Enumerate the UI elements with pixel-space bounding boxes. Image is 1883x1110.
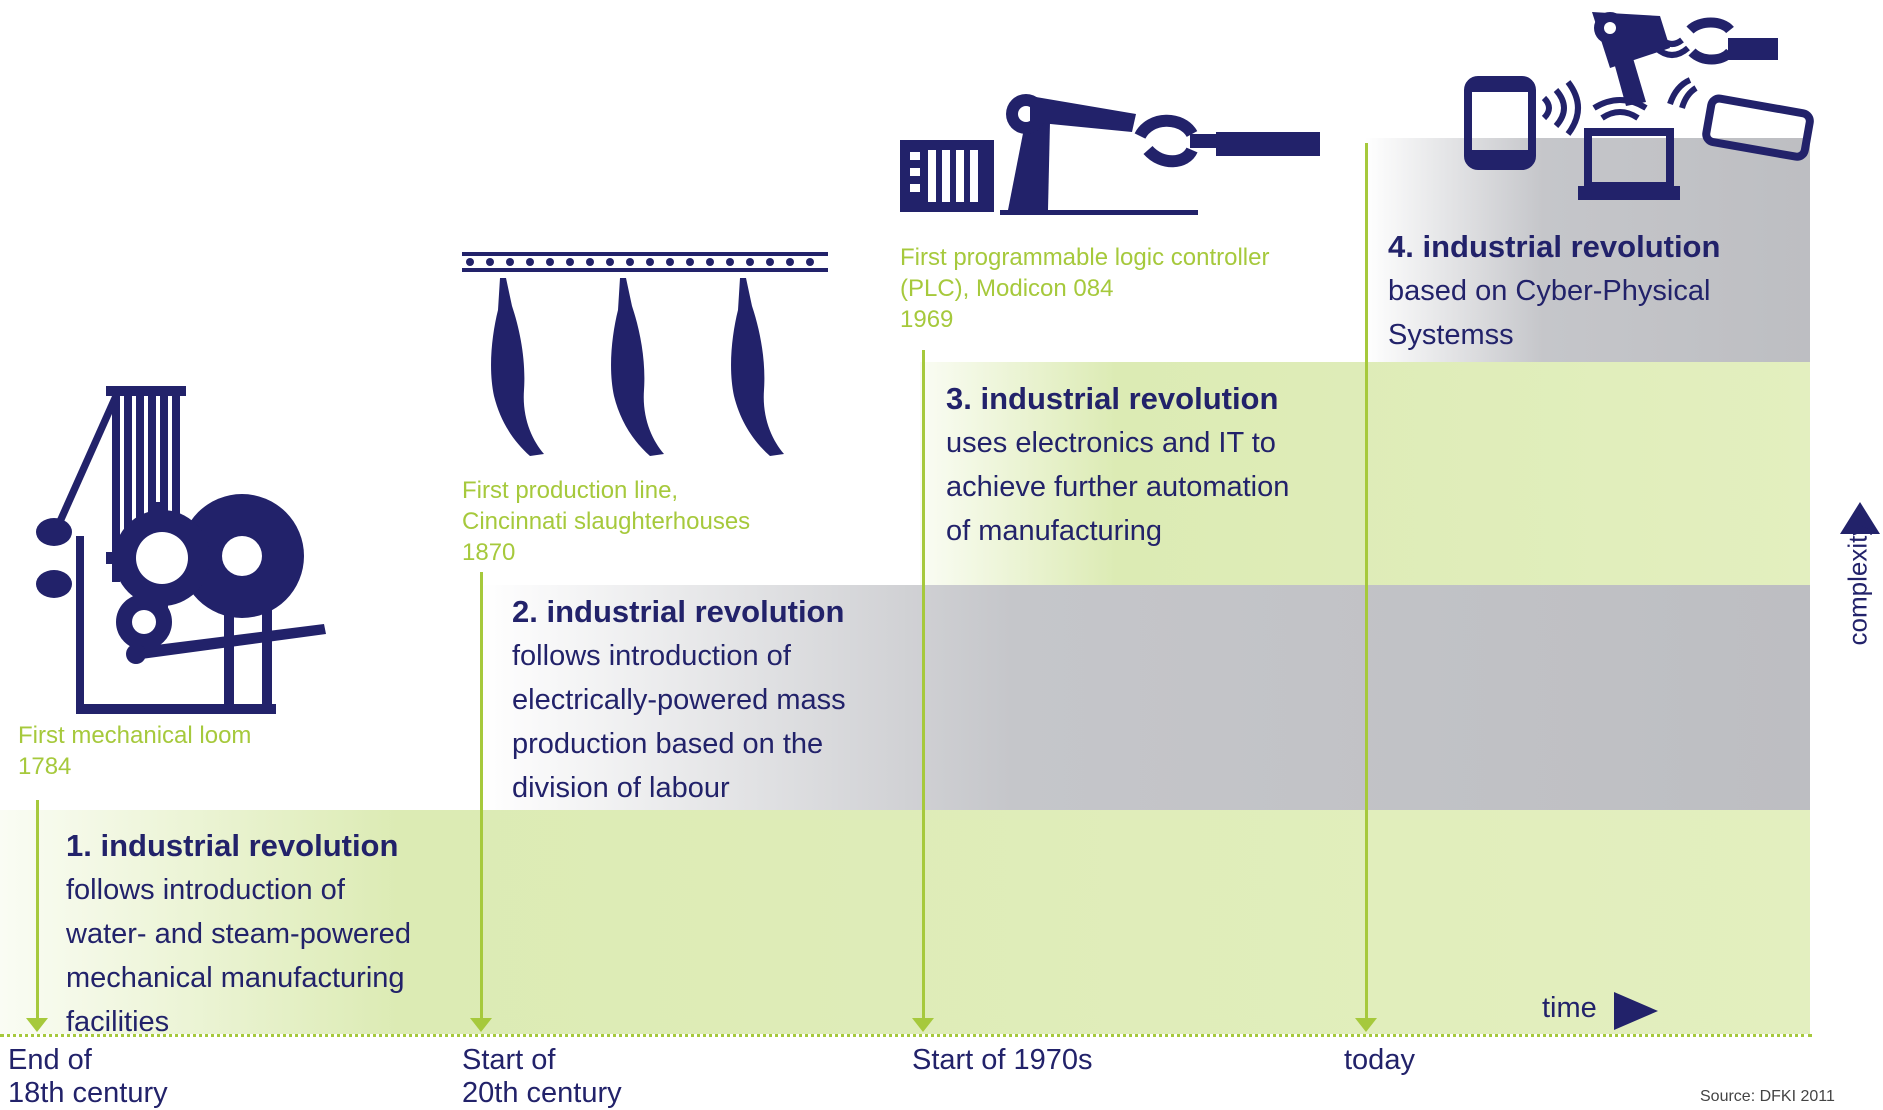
milestone-2: First production line, Cincinnati slaugh… [462, 475, 750, 568]
complexity-arrow-icon [1840, 502, 1880, 534]
era-label-3: Start of 1970s [912, 1044, 1093, 1077]
revolution-3-line: uses electronics and IT to [946, 427, 1276, 459]
revolution-1-line: mechanical manufacturing [66, 962, 405, 994]
revolution-2-line: production based on the [512, 728, 824, 760]
milestone-1-line: First mechanical loom [18, 722, 252, 749]
timeline-line-3 [922, 350, 925, 1018]
era-label-3-line: Start of 1970s [912, 1044, 1093, 1076]
time-arrow-icon [1614, 992, 1658, 1030]
milestone-3-year: 1969 [900, 306, 954, 333]
revolution-3-line: of manufacturing [946, 515, 1163, 547]
milestone-3-line: (PLC), Modicon 084 [900, 275, 1114, 302]
milestone-3: First programmable logic controller (PLC… [900, 242, 1269, 335]
band-revolution-1 [0, 810, 1810, 1034]
revolution-3-title: 3. industrial revolution [946, 381, 1279, 416]
revolution-2-title: 2. industrial revolution [512, 594, 845, 629]
era-label-1-line: End of [8, 1044, 92, 1076]
era-label-4-line: today [1344, 1044, 1415, 1076]
revolution-1-block: 1. industrial revolution follows introdu… [66, 824, 411, 1044]
era-label-1: End of 18th century [8, 1044, 168, 1110]
milestone-3-line: First programmable logic controller [900, 244, 1270, 271]
timeline-arrow-3 [912, 1018, 934, 1032]
timeline-arrow-2 [470, 1018, 492, 1032]
source-note: Source: DFKI 2011 [1700, 1088, 1835, 1105]
revolution-2-line: electrically-powered mass [512, 684, 846, 716]
revolution-1-title: 1. industrial revolution [66, 828, 399, 863]
timeline-line-1 [36, 800, 39, 1018]
revolution-1-line: facilities [66, 1006, 170, 1038]
milestone-1: First mechanical loom 1784 [18, 720, 251, 782]
era-label-4: today [1344, 1044, 1415, 1077]
revolution-2-block: 2. industrial revolution follows introdu… [512, 590, 846, 810]
timeline-line-4 [1365, 143, 1368, 1018]
era-label-2: Start of 20th century [462, 1044, 622, 1110]
revolution-4-block: 4. industrial revolution based on Cyber-… [1388, 225, 1720, 357]
era-label-2-line: 20th century [462, 1077, 622, 1109]
revolution-2-line: follows introduction of [512, 640, 791, 672]
milestone-2-line: Cincinnati slaughterhouses [462, 508, 751, 535]
revolution-2-line: division of labour [512, 772, 730, 804]
revolution-3-block: 3. industrial revolution uses electronic… [946, 377, 1289, 553]
plc-robot-arm-icon [900, 94, 1320, 215]
cyber-physical-devices-icon [1464, 12, 1814, 200]
band-revolution-2 [480, 585, 1810, 810]
revolution-3-line: achieve further automation [946, 471, 1290, 503]
timeline-line-2 [480, 572, 483, 1018]
milestone-2-line: First production line, [462, 477, 679, 504]
loom-icon [36, 386, 326, 714]
era-label-1-line: 18th century [8, 1077, 168, 1109]
timeline-arrow-1 [26, 1018, 48, 1032]
revolution-1-line: follows introduction of [66, 874, 345, 906]
complexity-axis-label: complexity [1842, 522, 1873, 646]
revolution-4-title: 4. industrial revolution [1388, 229, 1721, 264]
slaughterhouse-line-icon [462, 252, 828, 456]
revolution-4-line: based on Cyber-Physical [1388, 275, 1711, 307]
time-axis-label: time [1542, 992, 1597, 1024]
era-label-2-line: Start of [462, 1044, 556, 1076]
revolution-1-line: water- and steam-powered [66, 918, 411, 950]
time-axis [0, 1034, 1812, 1037]
revolution-4-line: Systemss [1388, 319, 1514, 351]
timeline-arrow-4 [1355, 1018, 1377, 1032]
milestone-1-year: 1784 [18, 753, 72, 780]
milestone-2-year: 1870 [462, 539, 516, 566]
